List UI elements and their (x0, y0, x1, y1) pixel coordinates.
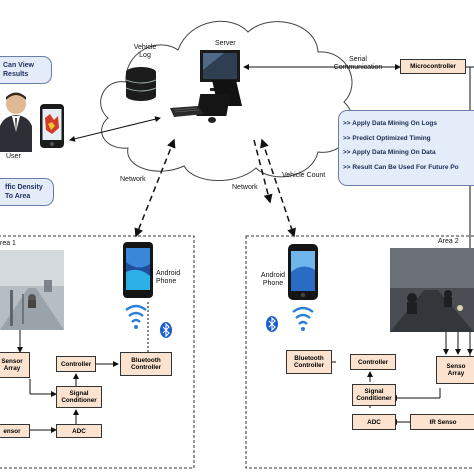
area1-signal-line2: Conditioner (61, 397, 97, 404)
serial-communication-label: Serial Communication (328, 56, 388, 72)
area2-bluetooth-icon (266, 316, 278, 332)
area1-wireless-signal-icon (125, 304, 147, 329)
area1-phone-line2: Phone (156, 278, 177, 285)
area1-controller-box: Controller (56, 356, 96, 372)
area2-bluetooth-line2: Controller (293, 362, 325, 369)
result-item-3: >> Apply Data Mining On Data (343, 149, 436, 156)
area2-sensor-array-line2: Array (447, 370, 465, 377)
area1-bluetooth-line2: Controller (130, 364, 162, 371)
user-icon (0, 92, 32, 152)
server-label: Server (215, 40, 236, 47)
area2-sensor-array-line1: Senso (446, 363, 466, 370)
results-panel: >> Apply Data Mining On Logs >> Predict … (338, 110, 474, 186)
area2-bluetooth-controller-box: Bluetooth Controller (286, 350, 332, 374)
area2-signal-line1: Signal (364, 388, 384, 395)
area2-phone-line1: Android (260, 272, 286, 279)
user-view-line1: Can View (3, 62, 34, 69)
area1-bluetooth-icon (160, 322, 172, 338)
area1-phone-label: Android Phone (156, 270, 180, 286)
area2-bluetooth-line1: Bluetooth (294, 355, 324, 362)
serial-line1: Serial (349, 56, 367, 63)
area2-sensor-array-box: Senso Array (436, 356, 474, 384)
result-item-1: >> Apply Data Mining On Logs (343, 120, 438, 127)
area1-android-phone-icon (123, 242, 153, 298)
user-view-results-bubble: Can View Results (0, 56, 52, 84)
traffic-line1: ffic Density (5, 184, 43, 191)
area2-title: Area 2 (438, 238, 459, 245)
user-label: User (6, 153, 21, 160)
vehicle-count-link (253, 139, 273, 204)
vehicle-log-line1: Vehicle (133, 44, 157, 51)
area2-ir-sensor-box: IR Senso (410, 414, 474, 430)
area2-signal-line2: Conditioner (356, 395, 392, 402)
serial-line2: Communication (333, 64, 383, 71)
area2-traffic-photo (390, 248, 474, 332)
area1-title: rea 1 (0, 240, 16, 247)
traffic-line2: To Area (5, 193, 31, 200)
area2-phone-label: Android Phone (258, 272, 288, 288)
result-item-4: >> Result Can Be Used For Future Po (343, 163, 459, 171)
result-item-2: >> Predict Optimized Timing (343, 134, 431, 142)
area1-ir-sensor-box: ensor (0, 424, 30, 438)
area2-android-phone-icon (288, 244, 318, 300)
area1-bluetooth-line1: Bluetooth (131, 357, 161, 364)
user-view-line2: Results (3, 71, 29, 78)
area1-bluetooth-controller-box: Bluetooth Controller (120, 352, 172, 376)
microcontroller-box: Microcontroller (400, 59, 466, 74)
vehicle-count-label: Vehicle Count (282, 172, 326, 179)
user-cloud-link (69, 116, 161, 142)
area2-frame (245, 235, 474, 469)
area2-wireless-signal-icon (292, 306, 314, 331)
vehicle-log-label: Vehicle Log (130, 44, 160, 60)
vehicle-log-line2: Log (139, 52, 151, 59)
area1-sensor-array-box: Sensor Array (0, 352, 30, 378)
area2-phone-line2: Phone (262, 280, 284, 287)
network-link-left (134, 138, 176, 238)
server-computer-icon (170, 50, 242, 123)
area2-signal-conditioner-box: Signal Conditioner (352, 384, 396, 406)
area1-phone-line1: Android (156, 270, 181, 277)
area1-frame (0, 235, 195, 469)
network-link-right (260, 138, 296, 238)
network-label-left: Network (120, 176, 146, 183)
database-icon (125, 67, 157, 101)
area1-sensor-array-line1: Sensor (1, 358, 23, 365)
area1-signal-conditioner-box: Signal Conditioner (56, 386, 102, 408)
traffic-density-bubble: ffic Density To Area (0, 178, 54, 206)
smartphone-icon (40, 104, 64, 148)
area1-traffic-photo (0, 250, 64, 330)
area2-adc-box: ADC (352, 414, 396, 430)
area1-signal-line1: Signal (69, 390, 89, 397)
network-label-right: Network (232, 184, 258, 191)
area1-adc-box: ADC (56, 424, 102, 438)
area2-controller-box: Controller (350, 354, 396, 370)
area1-sensor-array-line2: Array (3, 365, 21, 372)
